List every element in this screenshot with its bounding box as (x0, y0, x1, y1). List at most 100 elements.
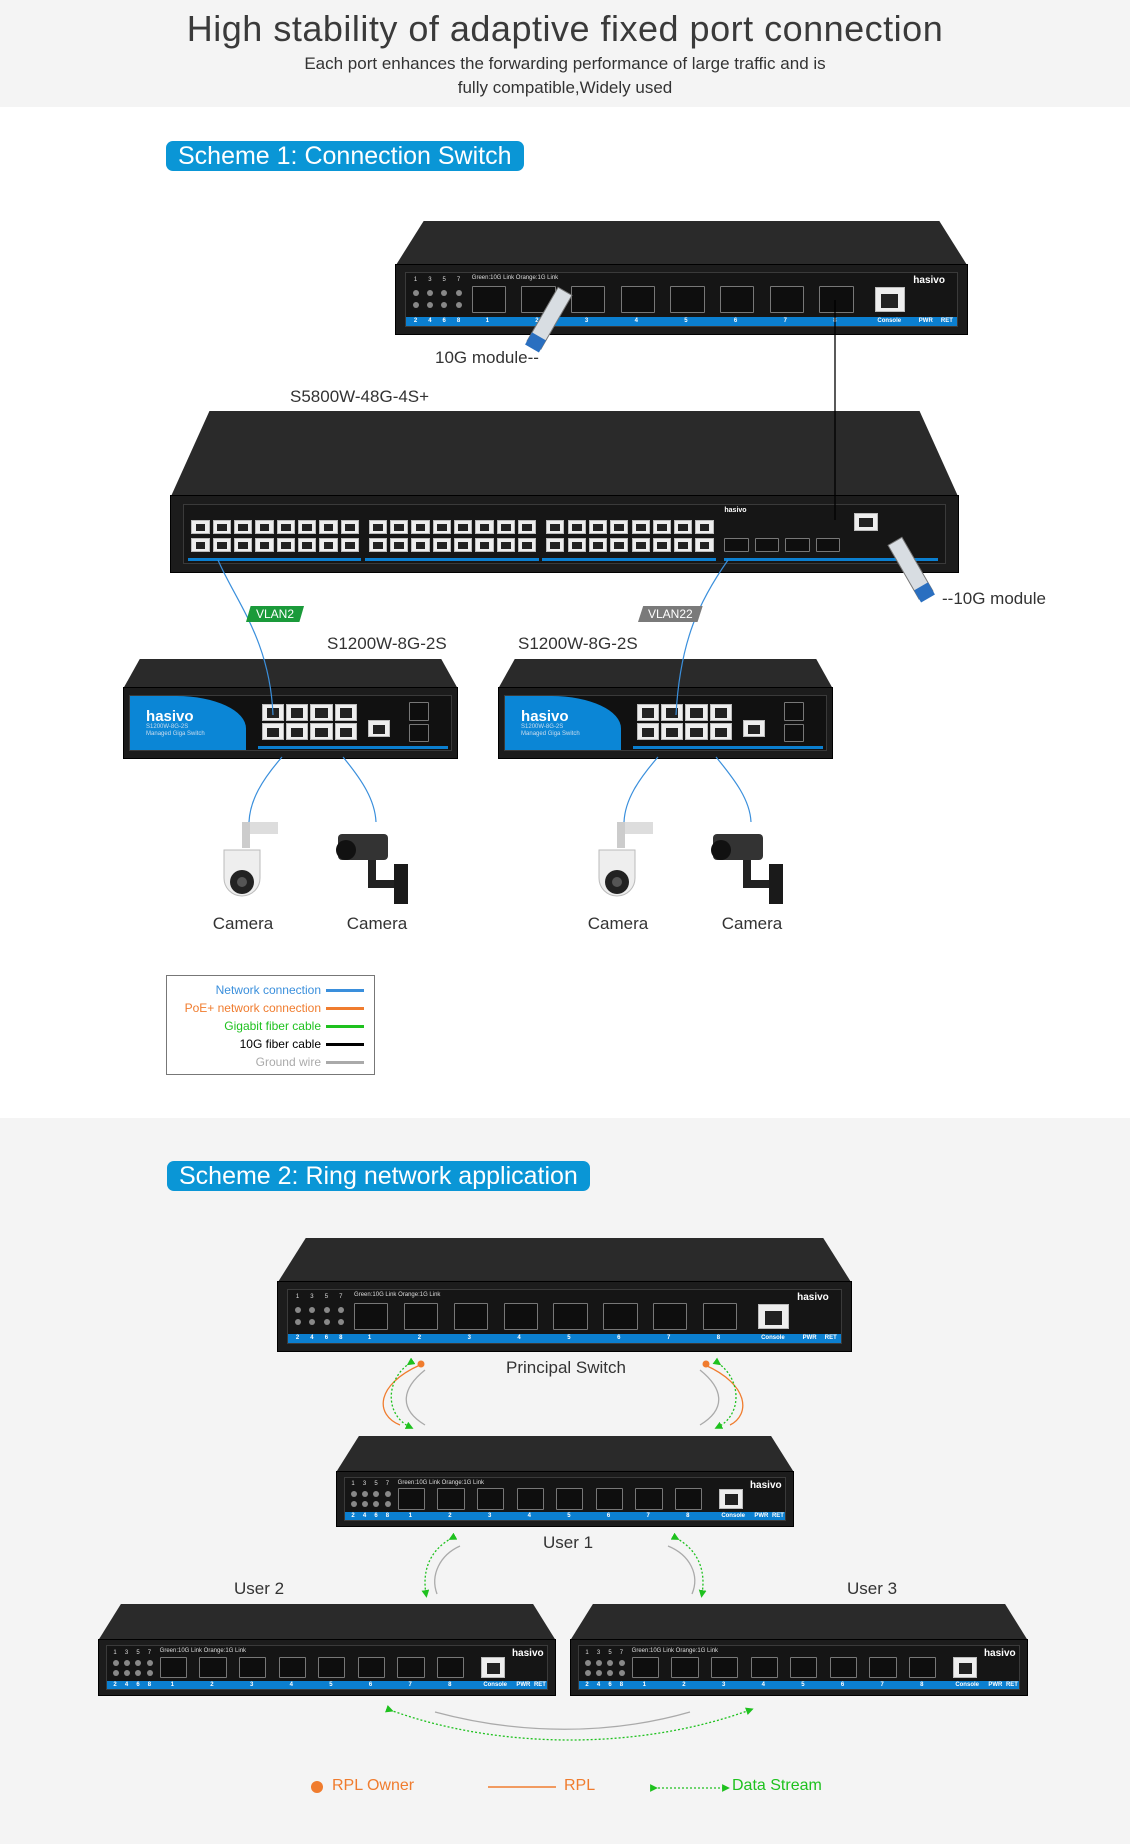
led-legend-text: Green:10G Link Orange:1G Link (397, 1479, 485, 1486)
switch-top-cover (170, 411, 959, 499)
ethernet-port (636, 703, 660, 721)
port-number: 5 (801, 1681, 805, 1688)
sfp-port (571, 285, 606, 314)
sfp-port (769, 285, 804, 314)
legend-item-0: Network connection (216, 983, 364, 997)
ethernet-port (709, 723, 733, 741)
led-label: 5 (136, 1649, 140, 1656)
port-number: 3 (467, 1335, 471, 1342)
legend-swatch (326, 988, 364, 992)
brand-logo: hasivo (983, 1648, 1016, 1660)
legend-swatch (326, 1024, 364, 1028)
sfp-port (702, 1302, 738, 1331)
status-led (350, 1500, 357, 1507)
ethernet-port (276, 537, 295, 552)
port-number: 7 (666, 1335, 671, 1342)
legend-label: 10G fiber cable (239, 1037, 321, 1051)
status-led (607, 1659, 614, 1666)
switch-top-cover (123, 659, 458, 689)
ethernet-port (390, 520, 409, 535)
page-title: High stability of adaptive fixed port co… (186, 8, 944, 49)
ethernet-port (286, 703, 309, 721)
status-led (373, 1500, 380, 1507)
strip-underline (258, 745, 448, 749)
led-label: 6 (442, 318, 446, 325)
ethernet-port (390, 537, 409, 552)
legend-label: Network connection (215, 983, 321, 997)
switch-top-cover (98, 1604, 556, 1641)
status-led (362, 1491, 368, 1498)
ethernet-port (695, 537, 714, 552)
sfp-port (670, 285, 705, 314)
sfp-port (318, 1656, 346, 1679)
legend-swatch (326, 1042, 364, 1046)
led-legend-text: Green:10G Link Orange:1G Link (631, 1648, 719, 1655)
strip-underline (633, 745, 823, 749)
status-led (323, 1307, 330, 1314)
status-led (412, 290, 419, 297)
sfp-port (553, 1302, 588, 1331)
status-led (146, 1659, 153, 1666)
port-number: 4 (634, 318, 638, 325)
ethernet-port (685, 703, 708, 721)
user1-label: User 1 (543, 1533, 594, 1552)
status-led (412, 302, 419, 309)
port-number: 6 (733, 318, 738, 325)
led-legend-text: Green:10G Link Orange:1G Link (354, 1292, 441, 1299)
sfp-port (750, 1656, 778, 1679)
ethernet-port (212, 537, 231, 552)
sfp-port (909, 1656, 937, 1679)
brand-logo: hasivo (913, 275, 945, 287)
status-led (112, 1659, 119, 1666)
header-band (0, 0, 1130, 107)
ethernet-port (432, 520, 452, 535)
sfp-port (790, 1656, 818, 1679)
led-label: 8 (456, 318, 461, 325)
ethernet-port (685, 723, 708, 741)
port-number: 1 (367, 1335, 372, 1342)
ethernet-port (652, 520, 672, 535)
sfp-port (403, 1302, 439, 1331)
ethernet-port (661, 703, 684, 721)
ethernet-port (191, 520, 210, 535)
status-led (584, 1669, 591, 1676)
rpl-legend: RPL (564, 1777, 596, 1794)
bullet-camera-icon (336, 834, 408, 904)
ethernet-port (518, 520, 537, 535)
brand-logo: hasivo (511, 1648, 544, 1660)
model-text: S1200W-8G-2S (521, 724, 564, 731)
status-led (350, 1491, 357, 1498)
sfp-port (784, 702, 804, 721)
sfp-port (471, 285, 506, 314)
led-label: 7 (147, 1649, 152, 1656)
port-number: 8 (716, 1335, 721, 1342)
status-led (427, 302, 434, 309)
led-label: 1 (351, 1481, 355, 1488)
sfp-plus-port (724, 537, 749, 552)
sfp-port (829, 1656, 858, 1679)
ethernet-port (286, 723, 309, 741)
status-led (323, 1319, 330, 1326)
status-led (135, 1659, 142, 1666)
sfp-port (503, 1302, 538, 1331)
led-label: 8 (147, 1681, 152, 1688)
port-number: 7 (783, 318, 787, 325)
port-number: 4 (517, 1335, 521, 1342)
status-led (373, 1491, 380, 1498)
led-label: 5 (608, 1649, 612, 1656)
ethernet-port (411, 520, 430, 535)
status-led (135, 1669, 142, 1676)
sfp-port (675, 1487, 703, 1510)
status-led (618, 1669, 625, 1676)
led-label: 7 (456, 277, 461, 284)
led-label: 5 (442, 277, 446, 284)
sfp-plus-port (815, 537, 841, 552)
